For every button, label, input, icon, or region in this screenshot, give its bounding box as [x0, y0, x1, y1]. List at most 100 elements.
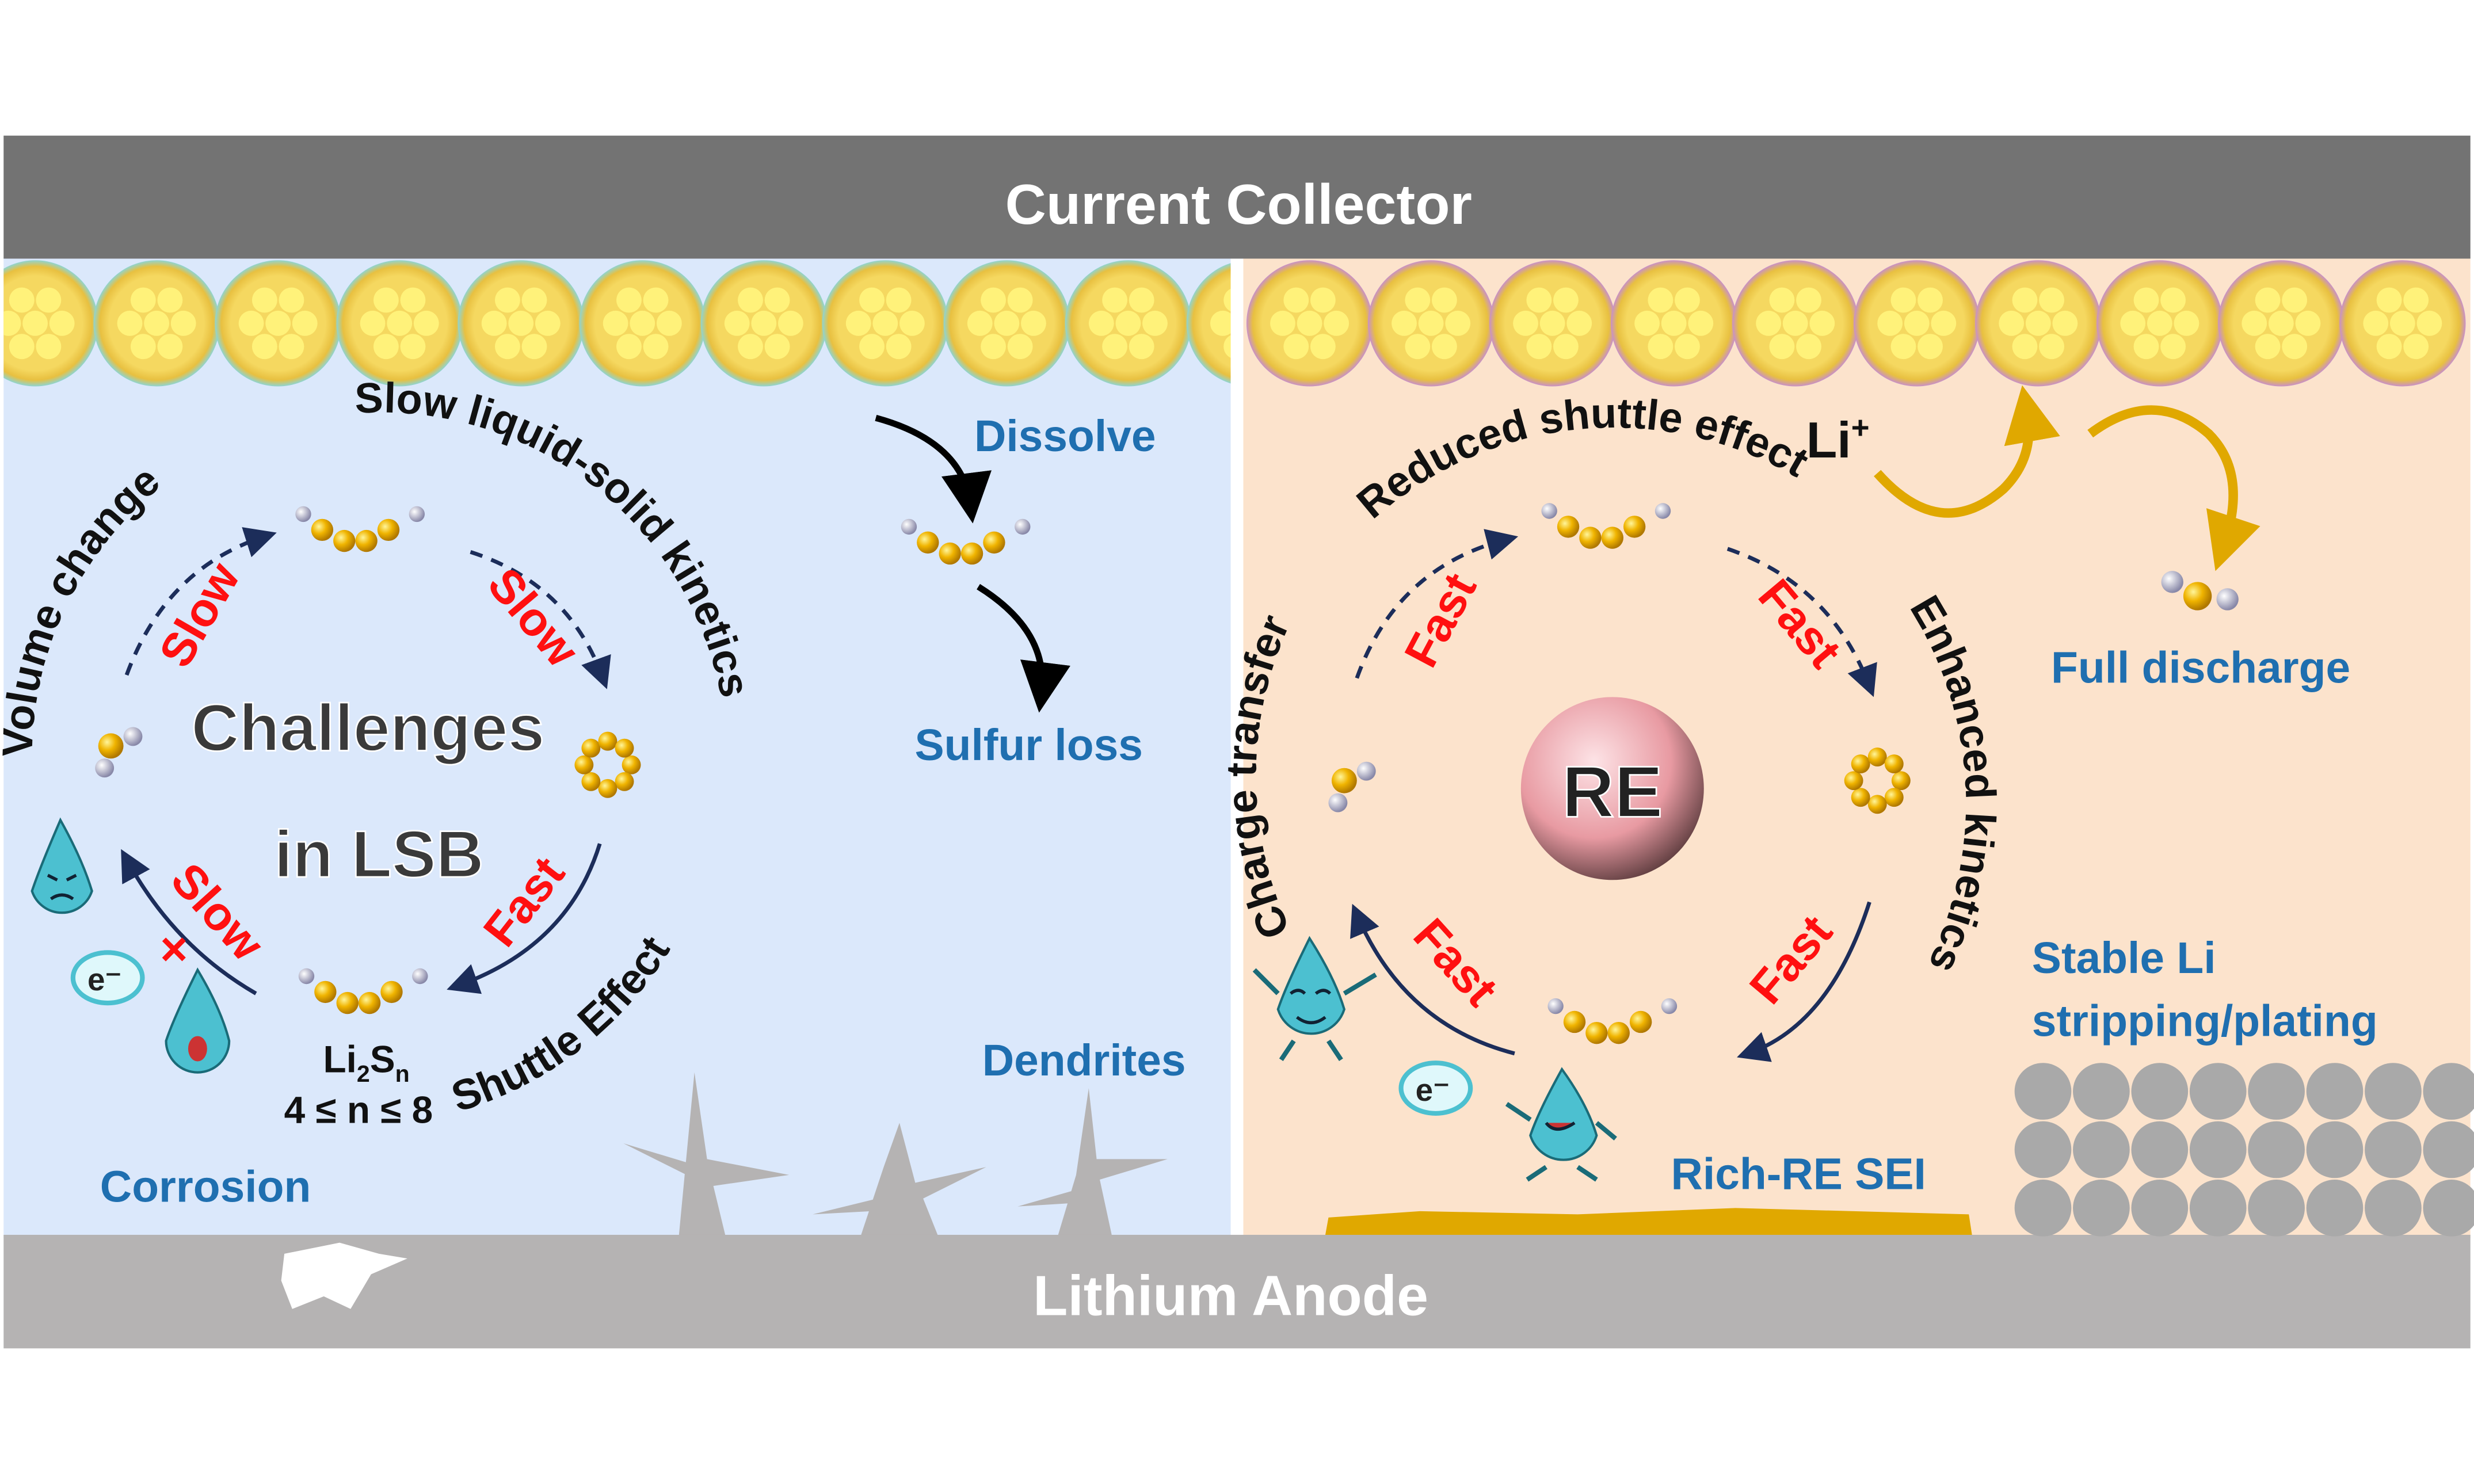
li-particle	[2014, 1063, 2072, 1120]
sulfur-dot	[400, 334, 426, 360]
li-particle	[2131, 1063, 2189, 1120]
sulfur-dot	[279, 287, 304, 313]
sulfur-atom	[1607, 1021, 1630, 1044]
sulfur-dot	[2268, 310, 2294, 336]
li-particle	[2248, 1121, 2305, 1178]
sulfur-dot	[764, 287, 790, 313]
sulfur-dot	[1890, 287, 1916, 313]
sulfur-atom	[1884, 754, 1904, 774]
sulfur-dot	[521, 287, 547, 313]
svg-text:e⁻: e⁻	[87, 962, 121, 997]
sulfur-atom	[1884, 788, 1904, 807]
sulfur-dot	[1648, 334, 1674, 360]
li-particle	[2248, 1180, 2305, 1237]
li-particle	[2189, 1180, 2247, 1237]
polysulfide-range: 4 ≤ n ≤ 8	[284, 1088, 433, 1131]
lithium-atom	[2216, 588, 2239, 611]
sulfur-atom	[615, 772, 634, 791]
sulfur-dot	[1675, 334, 1700, 360]
sulfur-atom	[314, 981, 337, 1004]
left-cycle-arrows	[121, 527, 611, 995]
li-particle	[2131, 1121, 2189, 1178]
sulfur-dot	[1021, 310, 1046, 336]
sulfur-atom	[1331, 768, 1357, 793]
sulfur-atom	[355, 529, 378, 552]
sulfur-atom	[917, 531, 939, 554]
sulfur-dot	[3, 310, 21, 336]
sulfur-dot	[967, 310, 993, 336]
sulfur-atom	[1867, 795, 1887, 814]
lithium-atom	[123, 727, 143, 746]
sulfur-dot	[1007, 334, 1033, 360]
sulfur-dot	[292, 310, 318, 336]
sulfur-dot	[360, 310, 386, 336]
current-collector-bar	[3, 135, 2471, 259]
sulfur-dot	[170, 310, 196, 336]
corrosion-pit	[281, 1242, 407, 1309]
lithium-atom	[1356, 761, 1376, 781]
sulfur-dot	[1999, 310, 2025, 336]
sulfur-dot	[2133, 287, 2159, 313]
sulfur-dot	[872, 310, 898, 336]
sulfur-dot	[1223, 288, 1231, 312]
sulfur-dot	[144, 310, 170, 336]
sulfur-dot	[117, 310, 143, 336]
sulfur-dot	[1007, 287, 1033, 313]
sulfur-dot	[1088, 310, 1114, 336]
sulfur-atom	[598, 731, 617, 751]
sulfur-dot	[724, 310, 750, 336]
sulfur-atom	[574, 755, 594, 775]
sulfur-dot	[2255, 287, 2281, 313]
sulfur-dot	[400, 287, 426, 313]
blocked-x-mark: ×	[160, 923, 188, 975]
sulfur-dot	[1270, 310, 1295, 336]
sulfur-dot	[1129, 287, 1154, 313]
sulfur-atom	[2183, 582, 2212, 611]
sulfur-dot	[2389, 310, 2415, 336]
sulfur-dot	[535, 310, 561, 336]
sulfur-atom	[333, 529, 356, 552]
li-particle	[2306, 1063, 2364, 1120]
sulfur-dot	[899, 310, 925, 336]
sulfur-atom	[1601, 527, 1623, 549]
lithium-atom	[1015, 518, 1031, 535]
sulfur-atom	[622, 755, 641, 775]
sulfur-dot	[36, 287, 62, 313]
li-particle	[2248, 1063, 2305, 1120]
sulfur-dot	[373, 287, 399, 313]
corrosion-label: Corrosion	[100, 1162, 311, 1211]
sulfur-atom	[1563, 1010, 1586, 1033]
sulfur-dot	[130, 334, 156, 360]
sulfur-dot	[859, 287, 885, 313]
sulfur-dot	[764, 334, 790, 360]
sulfur-dot	[2174, 310, 2199, 336]
sulfur-atom	[1867, 747, 1887, 766]
sulfur-dot	[1431, 334, 1457, 360]
sulfur-dot	[2012, 334, 2038, 360]
sulfur-dot	[481, 310, 507, 336]
sulfur-dot	[1553, 334, 1579, 360]
li-particle	[2365, 1180, 2422, 1237]
sulfur-dot	[2025, 310, 2051, 336]
sulfur-dot	[2120, 310, 2146, 336]
sulfur-dot	[1445, 310, 1471, 336]
sulfur-dot	[1634, 310, 1660, 336]
sulfur-dot	[265, 310, 291, 336]
sulfur-atom	[336, 991, 359, 1014]
sulfur-dot	[279, 334, 304, 360]
sulfur-dot	[751, 310, 777, 336]
stable-li-particles	[2014, 1063, 2474, 1237]
sulfur-dot	[2160, 334, 2186, 360]
sulfur-dot	[1661, 310, 1687, 336]
happy-droplet-character	[1252, 936, 1377, 1062]
stable-li-label: Stable Li	[2032, 934, 2216, 983]
sulfur-dot	[1392, 310, 1417, 336]
sulfur-dot	[994, 310, 1020, 336]
sulfur-dot	[2403, 334, 2429, 360]
dendrites	[623, 1072, 1168, 1238]
sulfur-loss-label: Sulfur loss	[915, 721, 1143, 770]
dissolve-label: Dissolve	[974, 412, 1156, 461]
sulfur-dot	[1310, 334, 1336, 360]
sulfur-dot	[373, 334, 399, 360]
